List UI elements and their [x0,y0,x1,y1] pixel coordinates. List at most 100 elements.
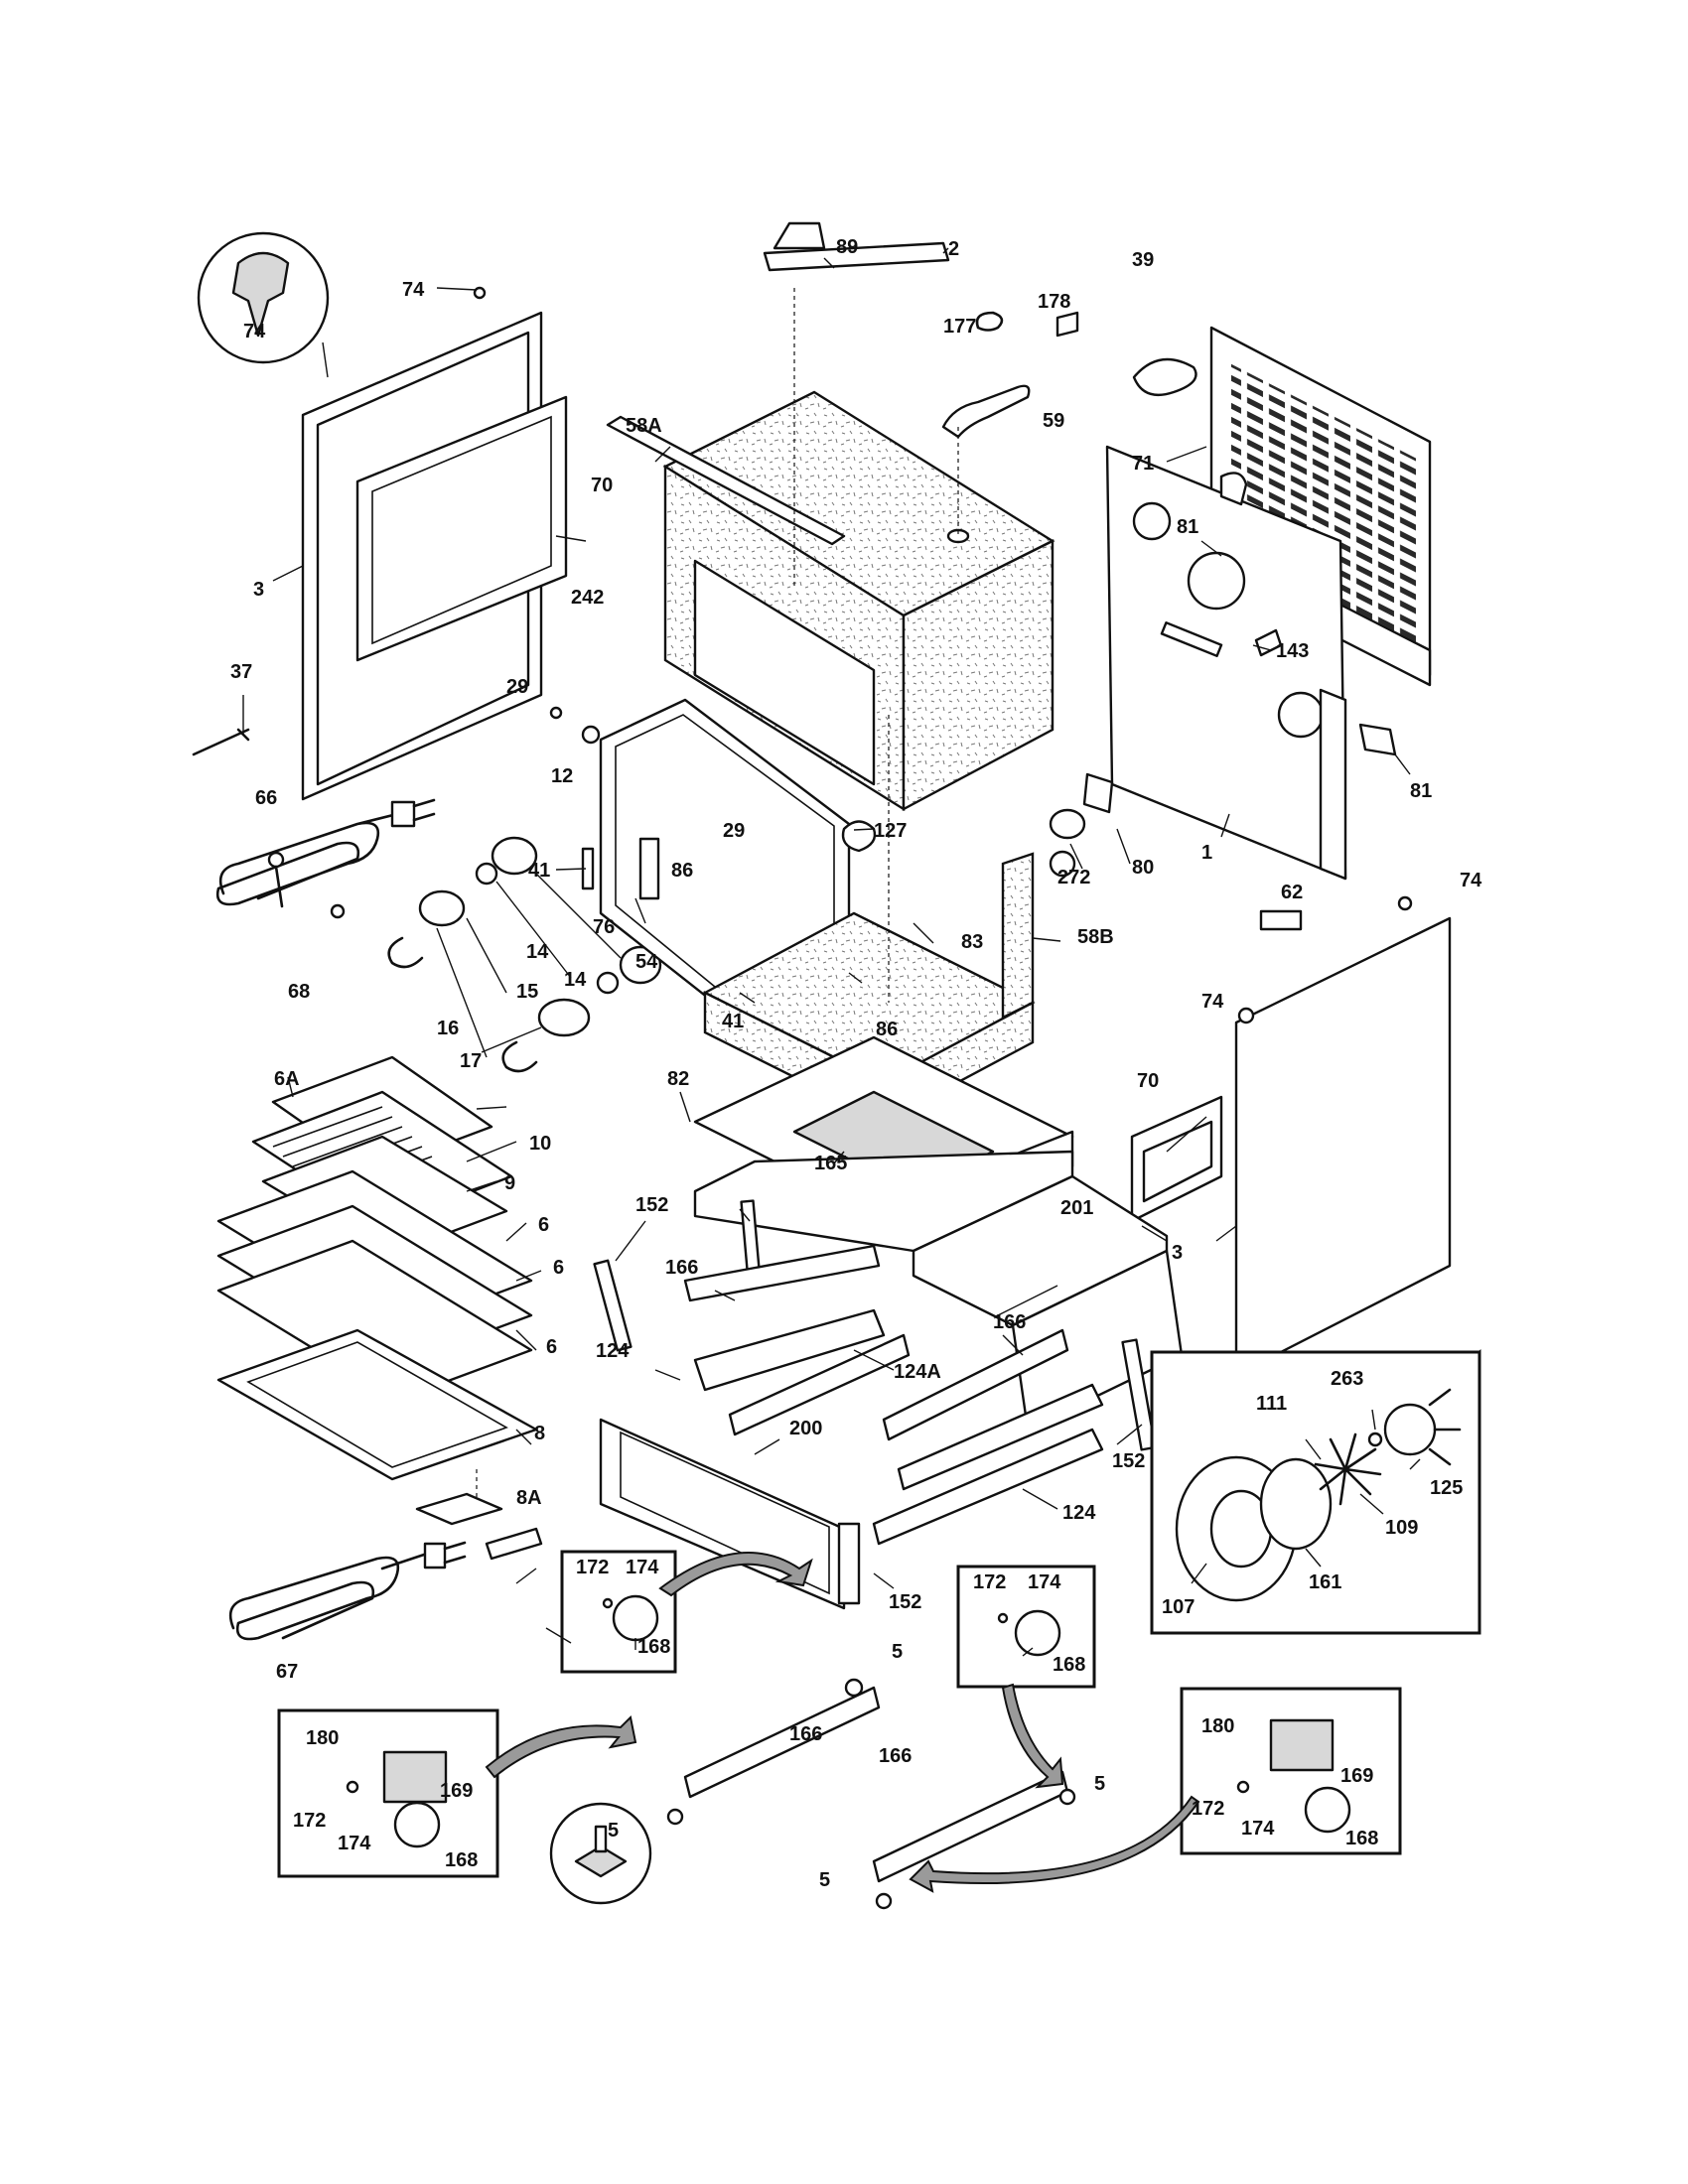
callout-58A: 58A [626,415,662,437]
callout-6-b: 6 [553,1257,564,1279]
caster-inset-2 [956,1565,1096,1689]
callout-152-right: 152 [1112,1450,1145,1472]
callout-152-top: 152 [635,1194,668,1216]
callout-174-a: 174 [626,1557,659,1578]
callout-81-right: 81 [1410,780,1432,802]
callout-15: 15 [516,981,538,1003]
callout-5-a: 5 [892,1641,903,1663]
callout-111: 111 [1256,1393,1287,1415]
oven-lamp-assembly [387,836,662,1073]
callout-3-left: 3 [253,579,264,601]
callout-124A: 124A [894,1361,941,1383]
leader-lines [242,247,1421,1657]
callout-127: 127 [874,820,907,842]
convection-fan-inset [1150,1349,1481,1635]
oven-cavity-box [606,221,1079,812]
callout-174-c: 174 [1241,1818,1275,1840]
callout-74-right: 74 [1460,870,1482,891]
callout-109: 109 [1385,1517,1418,1539]
callout-80: 80 [1132,857,1154,879]
callout-37: 37 [230,661,252,683]
callout-168-d: 168 [445,1849,478,1871]
callout-74-circle: 74 [243,321,266,342]
callout-62: 62 [1281,882,1303,903]
callout-5-d: 5 [819,1869,830,1891]
callout-263: 263 [1331,1368,1363,1390]
caster-inset-1 [560,1550,677,1674]
callout-180-a: 180 [306,1727,339,1749]
callout-83: 83 [961,931,983,953]
callout-174-b: 174 [1028,1571,1061,1593]
callout-166-a: 166 [665,1257,698,1279]
callout-54: 54 [635,951,658,973]
callout-5-b: 5 [1094,1773,1105,1795]
callout-166-b: 166 [993,1311,1026,1333]
callout-124-top: 124 [596,1340,630,1362]
side-panel-right [1130,895,1452,1377]
callout-242: 242 [571,587,604,609]
callout-200: 200 [789,1418,822,1439]
callout-76: 76 [593,916,615,938]
callout-14-top: 14 [526,941,549,963]
callout-58B: 58B [1077,926,1114,948]
callout-67: 67 [276,1661,298,1683]
callout-14-right: 14 [564,969,587,991]
transfer-arrows [485,1552,1200,1893]
callout-29-top: 29 [506,676,528,698]
callout-178: 178 [1038,291,1070,313]
broil-element-lower [228,1469,543,1641]
callout-10: 10 [529,1133,551,1155]
callout-12: 12 [551,765,573,787]
callout-6-a: 6 [538,1214,549,1236]
callout-272: 272 [1057,867,1090,888]
callout-166-d: 166 [879,1745,912,1767]
warming-drawer-chassis [593,1150,1184,1910]
callout-107: 107 [1162,1596,1195,1618]
callout-8: 8 [534,1423,545,1444]
callout-6-c: 6 [546,1336,557,1358]
caster-inset-4 [1180,1687,1402,1855]
callout-161: 161 [1309,1571,1341,1593]
callout-165: 165 [814,1153,847,1174]
callout-66: 66 [255,787,277,809]
callout-169-a: 169 [440,1780,473,1802]
callout-9: 9 [504,1172,515,1194]
callout-8A: 8A [516,1487,542,1509]
callout-59: 59 [1043,410,1064,432]
callout-177: 177 [943,316,976,338]
callout-39: 39 [1132,249,1154,271]
callout-6A: 6A [274,1068,300,1090]
callout-labels: 74 74 89 2 39 178 177 59 58A 70 71 3 242… [230,236,1482,1891]
callout-201: 201 [1060,1197,1093,1219]
callout-172-b: 172 [973,1571,1006,1593]
callout-70-left: 70 [591,475,613,496]
callout-3-right: 3 [1172,1242,1183,1264]
callout-180-b: 180 [1201,1715,1234,1737]
callout-169-b: 169 [1340,1765,1373,1787]
callout-74-top: 74 [402,279,425,301]
callout-1: 1 [1201,842,1212,864]
oven-racks-and-broil-pan [216,1055,538,1481]
callout-172-d: 172 [1192,1798,1224,1820]
callout-82: 82 [667,1068,689,1090]
callout-74-lower: 74 [1201,991,1224,1013]
callout-71: 71 [1132,453,1154,475]
callout-16: 16 [437,1018,459,1039]
callout-172-c: 172 [293,1810,326,1832]
callout-70-right: 70 [1137,1070,1159,1092]
bake-element-upper [192,728,436,919]
door-panel-left [197,231,568,801]
callout-86-mid: 86 [876,1019,898,1040]
callout-168-c: 168 [1345,1828,1378,1849]
callout-152-bottom: 152 [889,1591,921,1613]
callout-68: 68 [288,981,310,1003]
callout-174-d: 174 [338,1833,371,1854]
callout-17: 17 [460,1050,482,1072]
callout-168-a: 168 [637,1636,670,1658]
callout-2: 2 [948,238,959,260]
callout-172-a: 172 [576,1557,609,1578]
callout-89: 89 [836,236,858,258]
callout-5-c: 5 [608,1820,619,1842]
callout-81-top: 81 [1177,516,1198,538]
